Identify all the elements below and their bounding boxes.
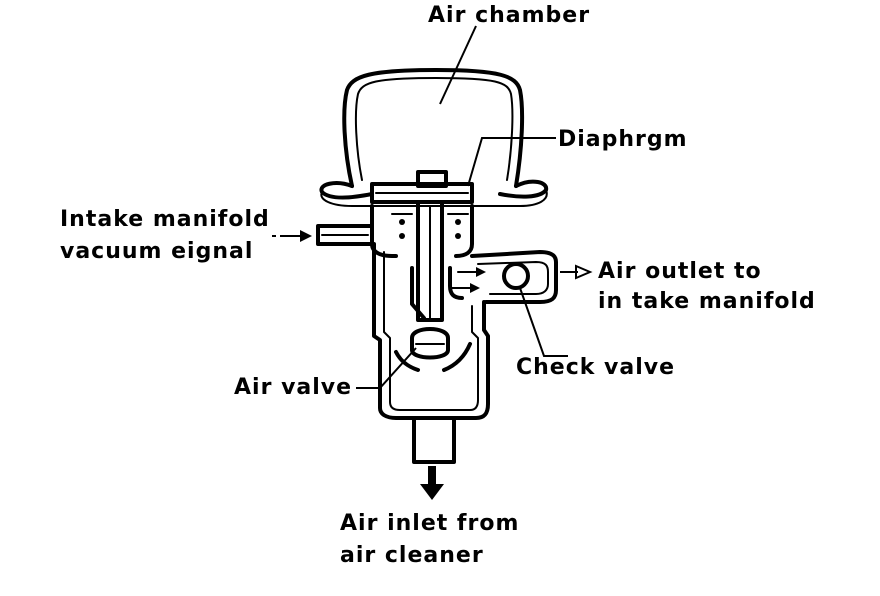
leader-diaphragm	[467, 137, 556, 187]
leader-air-valve	[356, 347, 417, 389]
outlet-arrow	[560, 264, 593, 280]
label-intake-line2: vacuum eignal	[60, 239, 253, 264]
outlet-housing	[451, 250, 558, 304]
air-valve	[394, 327, 472, 372]
inlet-arrow	[420, 466, 444, 500]
intake-arrow	[272, 230, 312, 242]
valve-body	[372, 242, 490, 420]
label-diaphragm: Diaphrgm	[558, 127, 688, 152]
leader-air-chamber	[439, 25, 477, 105]
label-air-valve: Air valve	[234, 375, 352, 400]
label-outlet-line2: in take manifold	[598, 289, 816, 314]
air-chamber	[342, 68, 525, 188]
label-intake-line1: Intake manifold	[60, 207, 270, 232]
label-inlet-line1: Air inlet from	[340, 511, 519, 536]
stem-and-spring	[370, 200, 474, 322]
label-check-valve: Check valve	[516, 355, 675, 380]
label-air-chamber: Air chamber	[428, 3, 590, 28]
diaphragm-plate	[370, 170, 474, 204]
leader-check-valve	[519, 287, 568, 357]
flange-rim	[319, 179, 549, 207]
label-inlet-line2: air cleaner	[340, 543, 484, 568]
label-outlet-line1: Air outlet to	[598, 259, 762, 284]
vacuum-port	[316, 224, 374, 246]
inlet-pipe	[412, 416, 456, 464]
